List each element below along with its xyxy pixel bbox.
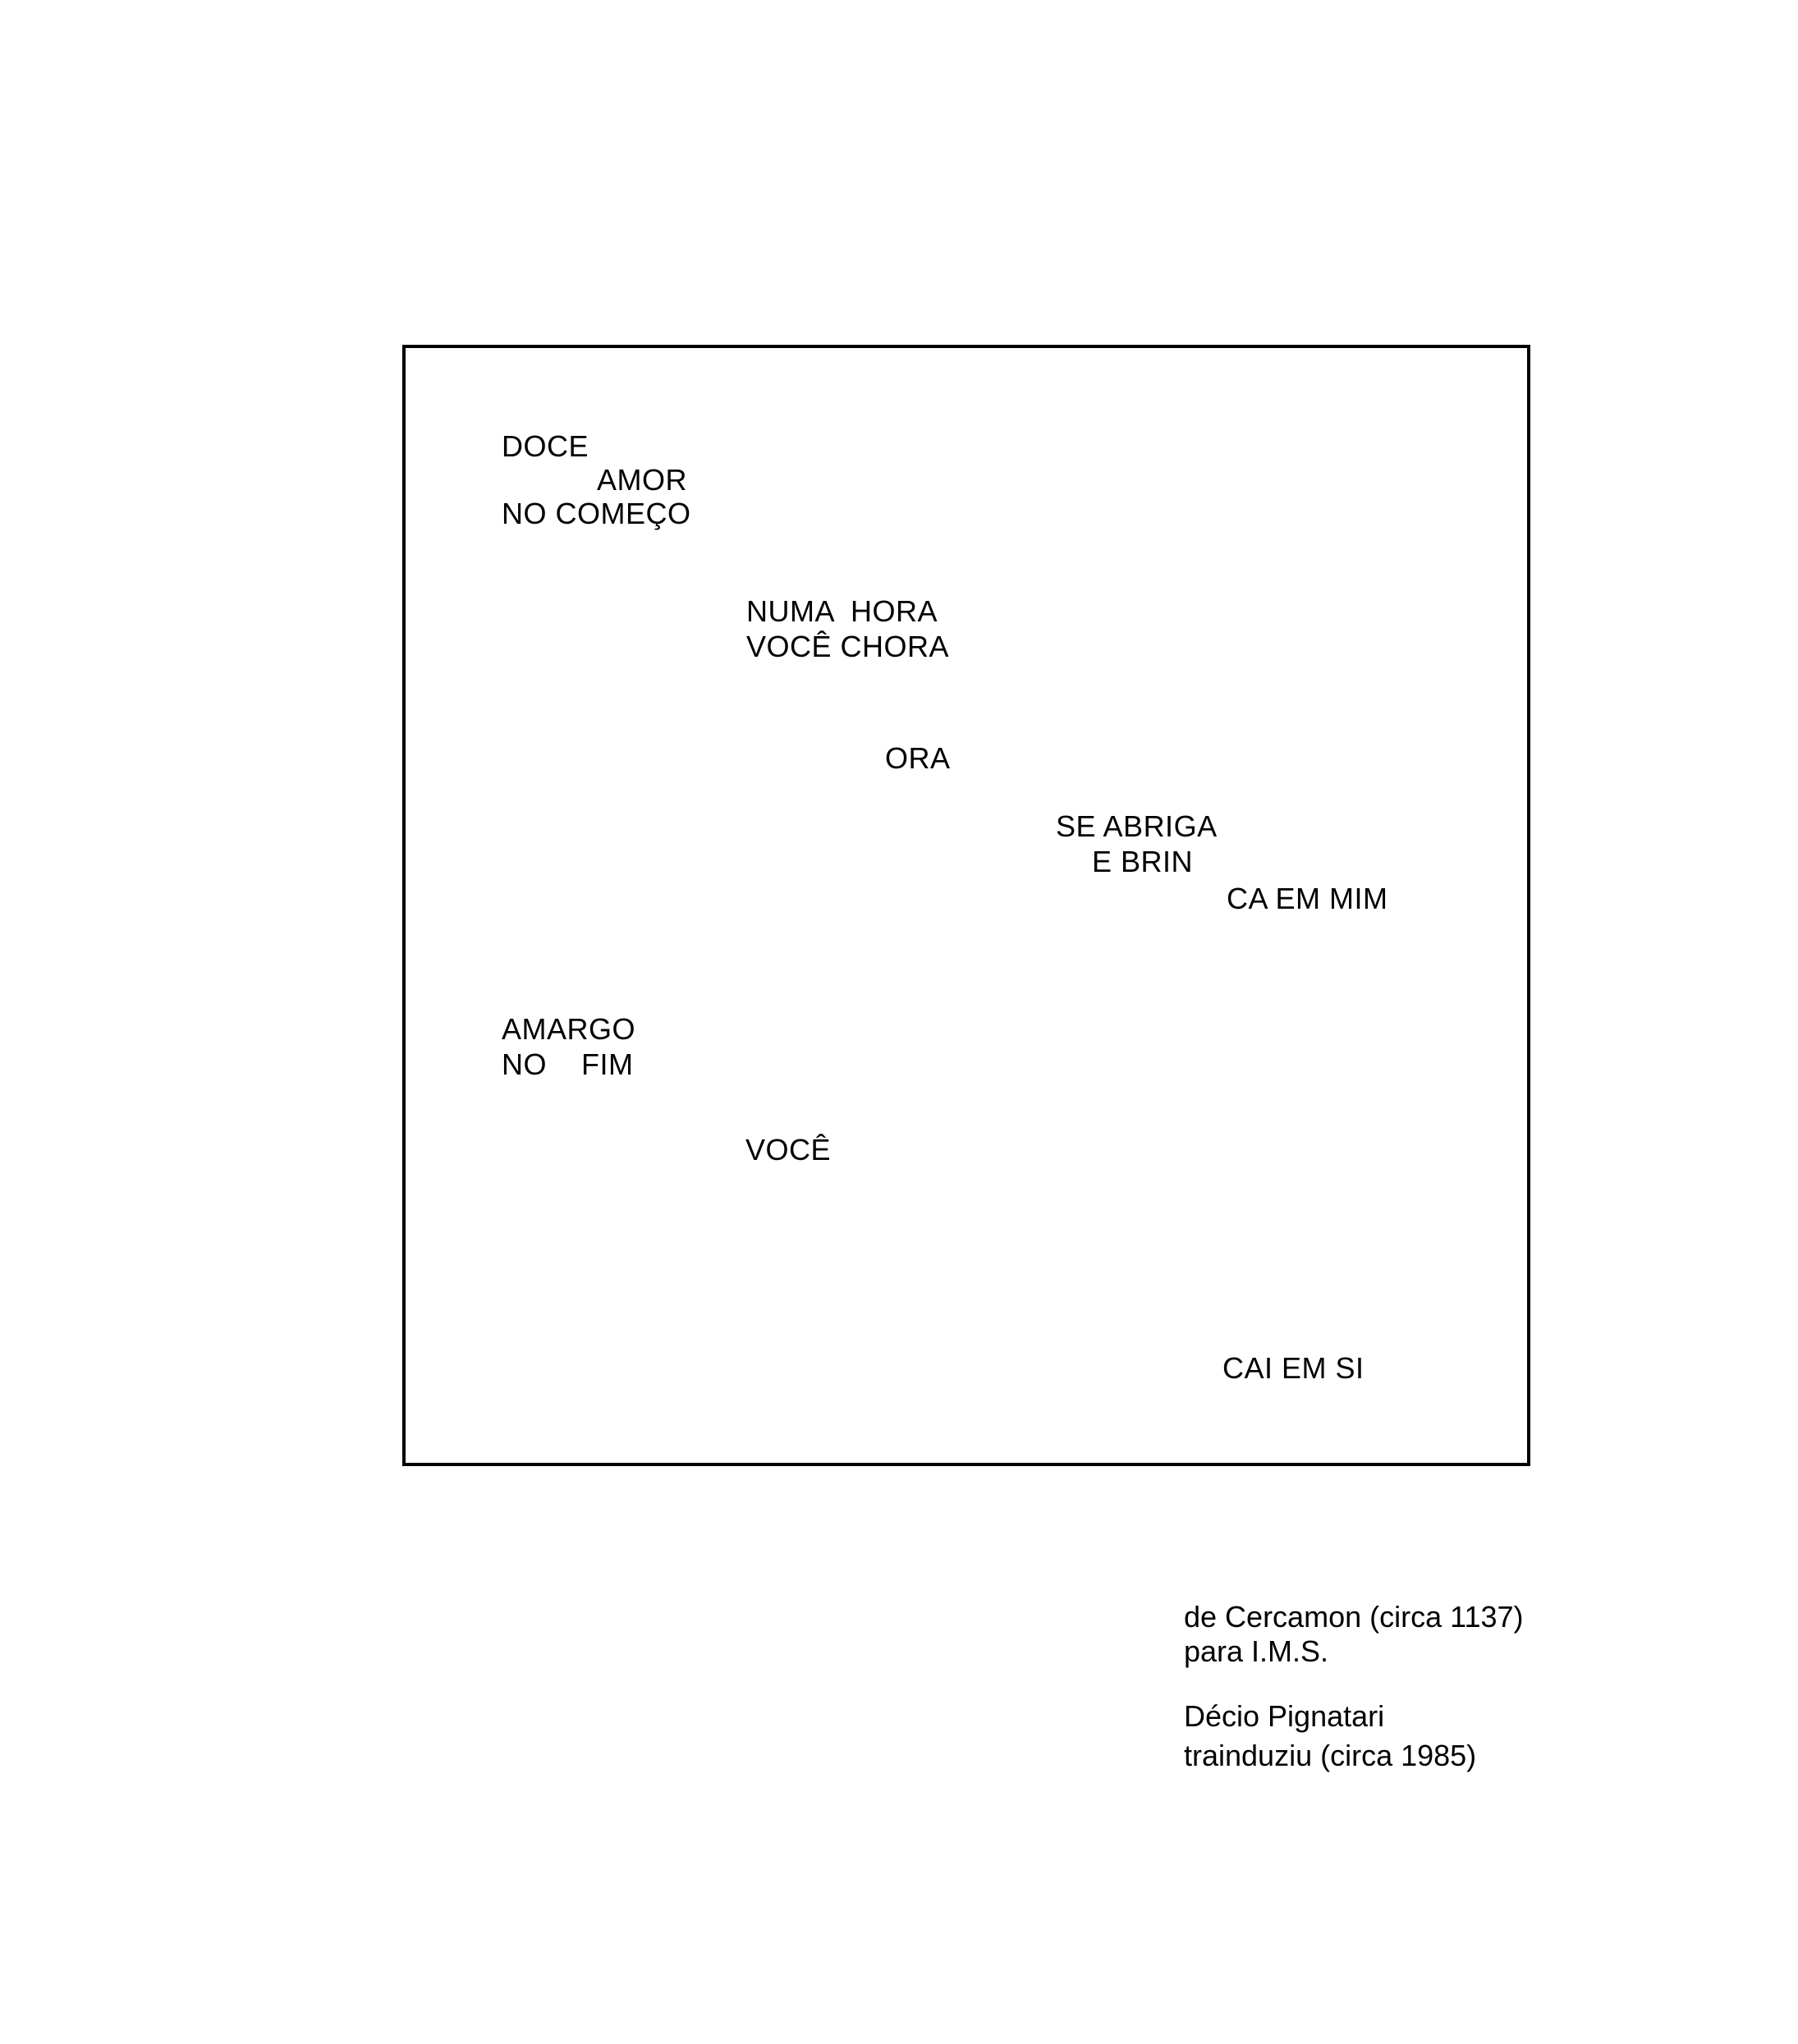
credit-translation: trainduziu (circa 1985) [1184,1739,1477,1772]
poem-line: SE ABRIGA [1056,809,1218,843]
poem-line: VOCÊ CHORA [746,630,950,663]
poem-line: NO FIM [502,1047,634,1081]
poem-line: CAI EM SI [1222,1351,1365,1385]
credit-author: Décio Pignatari [1184,1699,1385,1733]
poem-line: AMOR [597,463,687,497]
poem-frame [402,345,1530,1466]
poem-line: DOCE [502,429,589,463]
poem-line: CA EM MIM [1227,882,1388,915]
poem-line: AMARGO [502,1012,636,1046]
credit-source: de Cercamon (circa 1137) [1184,1600,1524,1634]
credit-dedication: para I.M.S. [1184,1634,1329,1668]
poem-line: NO COMEÇO [502,497,691,530]
poem-line: E BRIN [1092,845,1194,878]
poem-line: NUMA HORA [746,594,938,628]
poem-line: ORA [885,741,951,775]
poem-line: VOCÊ [745,1133,832,1166]
